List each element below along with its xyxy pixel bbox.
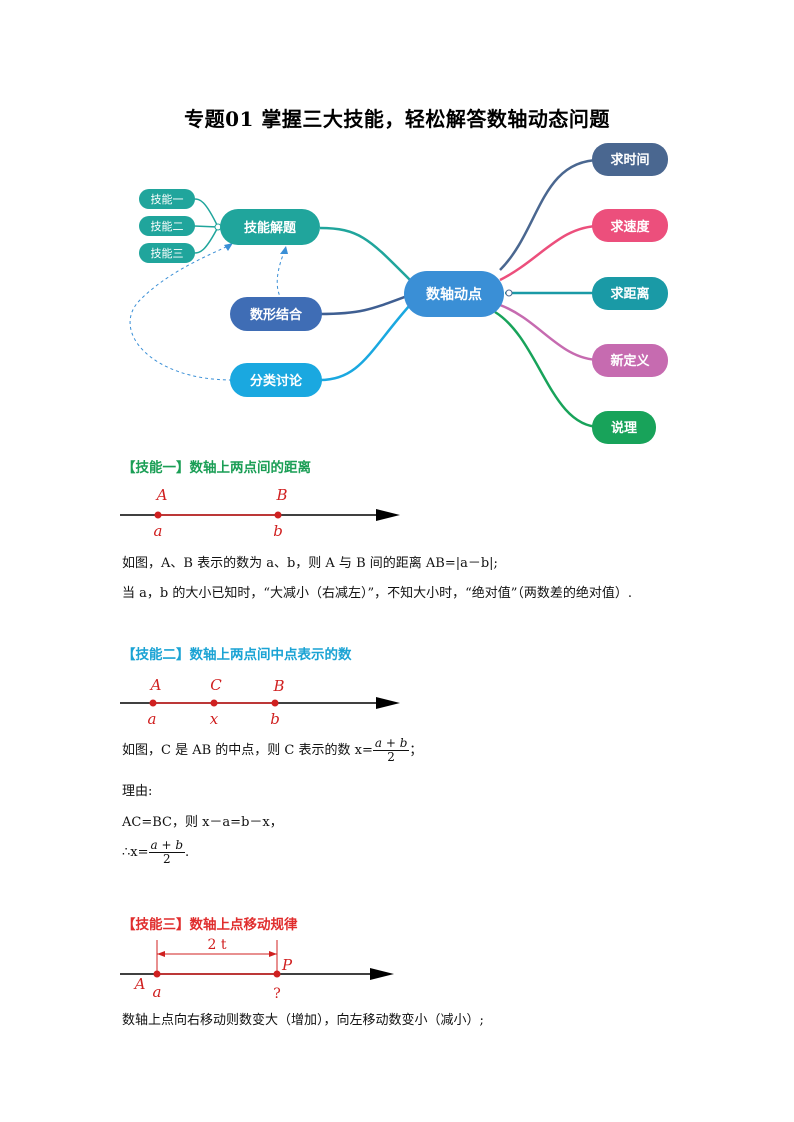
- node-new-definition[interactable]: 新定义: [592, 344, 668, 377]
- node-skill-3[interactable]: 技能三: [139, 243, 195, 263]
- unknown-value-label: ?: [273, 986, 281, 1002]
- skill1-number-line: A B a b: [120, 486, 400, 540]
- skill1-text-2: 当 a，b 的大小已知时，“大减小（右减左）”，不知大小时，“绝对值”（两数差的…: [122, 586, 633, 601]
- node-find-speed-label: 求速度: [610, 219, 650, 235]
- skill2-text-4-prefix: ∴x=: [122, 845, 149, 861]
- point-b-label: B: [272, 677, 284, 695]
- distance-label: 2 t: [208, 937, 227, 953]
- node-find-speed[interactable]: 求速度: [592, 209, 668, 242]
- node-reasoning[interactable]: 说理: [592, 411, 656, 444]
- node-new-definition-label: 新定义: [610, 353, 650, 369]
- point-c-label: C: [210, 676, 222, 694]
- skill3-text-1: 数轴上点向右移动则数变大（增加），向左移动数变小（减小）;: [122, 1013, 484, 1028]
- page-title: 专题01 掌握三大技能，轻松解答数轴动态问题: [184, 107, 610, 131]
- node-skill-1[interactable]: 技能一: [139, 189, 195, 209]
- fraction-numerator: a + b: [148, 838, 186, 854]
- fraction-denominator: 2: [162, 852, 171, 867]
- skill2-heading: 【技能二】数轴上两点间中点表示的数: [122, 647, 352, 663]
- value-a-label: a: [148, 710, 157, 728]
- node-skill-solve[interactable]: 技能解题: [220, 209, 320, 245]
- skill2-text-4-end: .: [185, 845, 190, 861]
- value-a-label: a: [153, 983, 162, 1001]
- value-a-label: a: [154, 522, 163, 540]
- skill2-text-3: AC=BC，则 x－a=b－x，: [122, 815, 283, 830]
- node-shape-number[interactable]: 数形结合: [230, 297, 322, 331]
- node-center-label: 数轴动点: [426, 286, 482, 303]
- value-x-label: x: [210, 710, 219, 728]
- skill3-number-line: 2 t A a P ?: [120, 937, 394, 1002]
- point-a-label: A: [155, 486, 168, 504]
- skill2-number-line: A C B a x b: [120, 676, 400, 728]
- node-find-distance-label: 求距离: [610, 286, 649, 302]
- skill3-heading: 【技能三】数轴上点移动规律: [122, 917, 298, 933]
- node-shape-number-label: 数形结合: [250, 307, 303, 323]
- node-case-analysis[interactable]: 分类讨论: [230, 363, 322, 397]
- point-a-label: A: [149, 676, 162, 694]
- node-skill-solve-label: 技能解题: [244, 220, 297, 236]
- node-find-distance[interactable]: 求距离: [592, 277, 668, 310]
- mind-map: 数轴动点 技能解题 技能一 技能二 技能三 数形结合 分类讨论 求时间 求速度 …: [129, 143, 668, 444]
- skill2-reason-label: 理由:: [122, 784, 153, 799]
- fraction-numerator: a + b: [372, 736, 410, 752]
- fraction-denominator: 2: [387, 750, 395, 765]
- point-a-label: A: [133, 975, 146, 993]
- node-skill-3-label: 技能三: [151, 246, 184, 260]
- node-skill-1-label: 技能一: [151, 192, 184, 206]
- point-p-label: P: [281, 956, 293, 974]
- skill2-text-1-main: 如图，C 是 AB 的中点，则 C 表示的数 x=: [122, 743, 373, 759]
- node-find-time[interactable]: 求时间: [592, 143, 668, 176]
- node-center[interactable]: 数轴动点: [404, 271, 504, 317]
- node-find-time-label: 求时间: [610, 152, 649, 168]
- node-case-analysis-label: 分类讨论: [250, 373, 303, 389]
- skill2-text-1-end: ；: [409, 743, 423, 759]
- skill1-heading: 【技能一】数轴上两点间的距离: [122, 460, 311, 476]
- value-b-label: b: [270, 710, 280, 728]
- node-skill-2-label: 技能二: [151, 219, 184, 233]
- value-b-label: b: [273, 522, 283, 540]
- node-reasoning-label: 说理: [611, 420, 637, 436]
- node-skill-2[interactable]: 技能二: [139, 216, 195, 236]
- point-b-label: B: [275, 486, 287, 504]
- skill1-text-1: 如图，A、B 表示的数为 a、b，则 A 与 B 间的距离 AB=|a－b|;: [122, 556, 498, 571]
